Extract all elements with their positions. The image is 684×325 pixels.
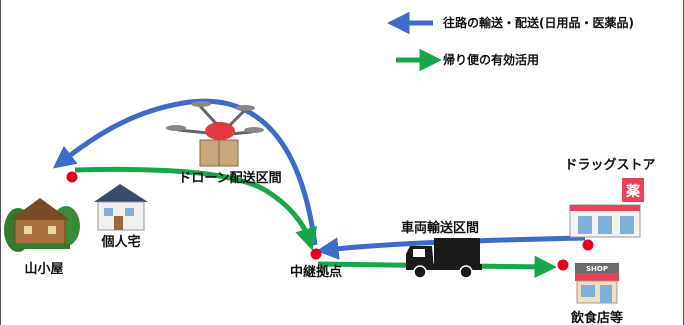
- drone-segment-label: ドローン配送区間: [178, 170, 281, 186]
- drugstore-icon: 薬: [569, 178, 644, 238]
- shop-sign: SHOP: [586, 265, 608, 273]
- truck-icon: [406, 238, 482, 279]
- mountain-hut-dot: [66, 171, 78, 183]
- drugstore-sign: 薬: [626, 183, 640, 200]
- legend-outbound-label: 往路の輸送・配送(日用品・医薬品): [443, 15, 634, 30]
- drone-icon: [166, 101, 264, 167]
- restaurant-dot: [557, 259, 569, 271]
- vehicle-segment-label: 車両輸送区間: [401, 220, 479, 236]
- shop-icon: SHOP: [575, 263, 619, 304]
- relay-point-dot: [310, 248, 322, 260]
- drugstore-label: ドラッグストア: [564, 157, 655, 173]
- mountain-hut-label: 山小屋: [24, 261, 63, 277]
- private-house-label: 個人宅: [100, 234, 140, 250]
- relay-point-label: 中継拠点: [290, 264, 342, 280]
- restaurant-label: 飲食店等: [570, 310, 623, 325]
- drugstore-dot: [582, 239, 594, 251]
- mountain-hut-icon: [4, 198, 80, 252]
- legend: 往路の輸送・配送(日用品・医薬品) 帰り便の有効活用: [387, 11, 634, 72]
- house-icon: [94, 184, 148, 231]
- legend-return-label: 帰り便の有効活用: [443, 52, 539, 67]
- drone-return-route: [74, 166, 317, 251]
